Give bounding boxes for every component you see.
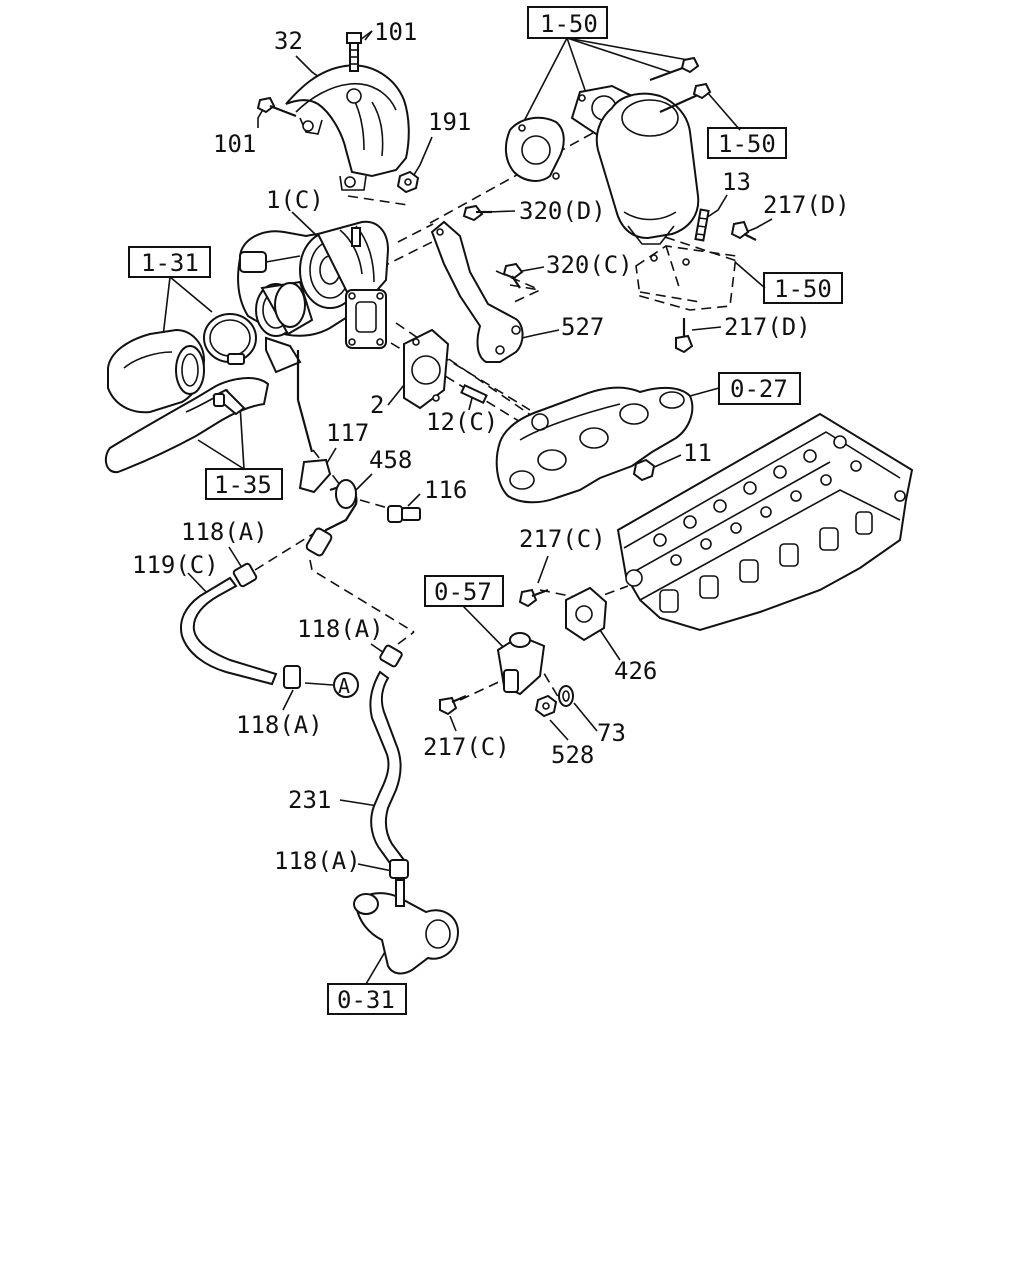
gasket-426[interactable] — [565, 586, 608, 642]
intake-duct[interactable] — [107, 328, 206, 414]
heat-shield-32[interactable] — [285, 64, 410, 191]
oil-return-pipe[interactable] — [298, 458, 358, 557]
stud-12c[interactable] — [460, 383, 488, 405]
bolt-217c-top[interactable] — [518, 588, 549, 608]
callout-118A-1: 118(A) — [181, 518, 268, 546]
callout-12C: 12(C) — [426, 408, 498, 436]
callout-32: 32 — [274, 27, 303, 55]
ref-box-0-27[interactable]: 0-27 — [718, 372, 801, 405]
svg-text:1-50: 1-50 — [718, 130, 776, 158]
bolt-217c-bottom[interactable] — [439, 694, 467, 716]
svg-text:0-57: 0-57 — [434, 578, 492, 606]
turbo-bracket-527[interactable] — [430, 220, 524, 363]
callout-2: 2 — [370, 391, 384, 419]
svg-text:0-31: 0-31 — [337, 986, 395, 1014]
converter-bracket[interactable] — [635, 245, 737, 311]
water-outlet-0-31[interactable] — [353, 879, 460, 975]
callout-101-left: 101 — [213, 130, 256, 158]
callout-1C: 1(C) — [266, 186, 324, 214]
svg-text:0-27: 0-27 — [730, 375, 788, 403]
callout-101-top: 101 — [374, 18, 417, 46]
callout-527: 527 — [561, 313, 604, 341]
ref-box-1-31[interactable]: 1-31 — [128, 246, 211, 278]
callout-231: 231 — [288, 786, 331, 814]
svg-text:1-31: 1-31 — [141, 249, 199, 277]
washer-73[interactable] — [558, 685, 574, 707]
water-joint-0-57[interactable] — [496, 632, 546, 696]
callout-117: 117 — [326, 419, 369, 447]
callout-118A-2: 118(A) — [297, 615, 384, 643]
svg-text:1-50: 1-50 — [774, 275, 832, 303]
clamp-1-31[interactable] — [203, 313, 257, 365]
callout-217C-bottom: 217(C) — [423, 733, 510, 761]
exhaust-manifold[interactable] — [495, 386, 694, 504]
leader-lines — [161, 30, 773, 985]
gasket-2[interactable] — [403, 328, 450, 410]
turbocharger-1c[interactable] — [237, 220, 390, 453]
bolt-320c[interactable] — [502, 262, 524, 289]
callout-217D-bottom: 217(D) — [724, 313, 811, 341]
catalytic-converter[interactable] — [504, 56, 712, 245]
svg-text:A: A — [338, 674, 350, 698]
clamp-1-35[interactable] — [212, 388, 246, 416]
ref-box-0-57[interactable]: 0-57 — [424, 575, 504, 607]
callout-426: 426 — [614, 657, 657, 685]
bolt-116[interactable] — [387, 505, 421, 523]
ref-box-0-31[interactable]: 0-31 — [327, 983, 407, 1015]
cylinder-head[interactable] — [616, 412, 914, 632]
callout-458: 458 — [369, 446, 412, 474]
callout-217D-top: 217(D) — [763, 191, 850, 219]
bolt-101-left[interactable] — [256, 96, 297, 118]
ref-box-1-50-lower[interactable]: 1-50 — [763, 272, 843, 304]
svg-text:1-35: 1-35 — [214, 471, 272, 499]
callout-320C: 320(C) — [546, 251, 633, 279]
callout-116: 116 — [424, 476, 467, 504]
circle-a-marker: A — [333, 672, 359, 698]
svg-text:1-50: 1-50 — [540, 10, 598, 38]
nut-528[interactable] — [534, 694, 558, 718]
callout-320D: 320(D) — [519, 197, 606, 225]
hose-clamp-118a-2[interactable] — [379, 644, 403, 668]
callout-118A-3: 118(A) — [236, 711, 323, 739]
callout-11: 11 — [683, 439, 712, 467]
bolt-217d-bottom[interactable] — [675, 318, 694, 354]
ref-box-1-35[interactable]: 1-35 — [205, 468, 283, 500]
water-hose-231[interactable] — [369, 670, 406, 868]
ref-box-1-50-top[interactable]: 1-50 — [527, 6, 608, 39]
callout-13: 13 — [722, 168, 751, 196]
callout-217C-top: 217(C) — [519, 525, 606, 553]
nut-191[interactable] — [396, 170, 420, 194]
callout-73: 73 — [597, 719, 626, 747]
hose-clamp-118a-1[interactable] — [232, 562, 258, 588]
callout-528: 528 — [551, 741, 594, 769]
callout-118A-4: 118(A) — [274, 847, 361, 875]
ref-box-1-50-right[interactable]: 1-50 — [707, 127, 787, 159]
bolt-320d[interactable] — [462, 204, 492, 222]
hose-clamp-118a-3[interactable] — [283, 665, 301, 689]
water-hose-119c[interactable] — [180, 576, 278, 686]
callout-191: 191 — [428, 108, 471, 136]
bolt-101-top[interactable] — [346, 32, 362, 72]
callout-119C: 119(C) — [132, 551, 219, 579]
hose-clamp-118a-4[interactable] — [389, 859, 409, 879]
bolt-217d-top[interactable] — [730, 220, 757, 241]
